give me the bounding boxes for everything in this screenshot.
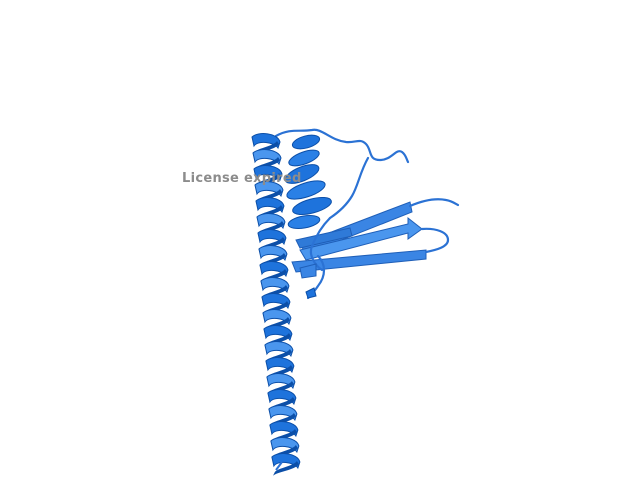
helix-tail (275, 461, 283, 471)
beta-sheet (291, 201, 427, 273)
loop-top (274, 128, 410, 164)
loop-inner (309, 216, 332, 272)
helix-turn (268, 405, 298, 422)
loop-right-top (408, 198, 460, 208)
helix-turn (254, 181, 284, 198)
helix-turn (270, 437, 300, 454)
beta-strand-3 (291, 249, 427, 273)
helix-turn (266, 373, 296, 390)
helix-short (284, 134, 332, 230)
helix-turn (255, 197, 285, 214)
helix-turn (260, 277, 290, 294)
helix-turn (267, 389, 297, 406)
helix-turn (253, 165, 283, 182)
helix-turn (251, 133, 281, 150)
loop-side (328, 156, 370, 220)
helix-turn (271, 453, 301, 470)
helix-turn (263, 325, 293, 342)
beta-strand-4 (295, 227, 353, 249)
helix-turn (264, 341, 294, 358)
helix-turn-back (272, 461, 299, 476)
helix-turn (257, 229, 287, 246)
helix-turn (262, 309, 292, 326)
helix-turn (252, 149, 282, 166)
sheet-fragments (299, 263, 317, 299)
beta-strand-2 (299, 216, 423, 261)
helix-turn (258, 245, 288, 262)
helix-turn (261, 293, 291, 310)
helix-turn (265, 357, 295, 374)
loop-right-mid (420, 227, 450, 254)
helix-turn (259, 261, 289, 278)
helix-long (251, 133, 301, 476)
helix-turn (269, 421, 299, 438)
helix-turn (256, 213, 286, 230)
